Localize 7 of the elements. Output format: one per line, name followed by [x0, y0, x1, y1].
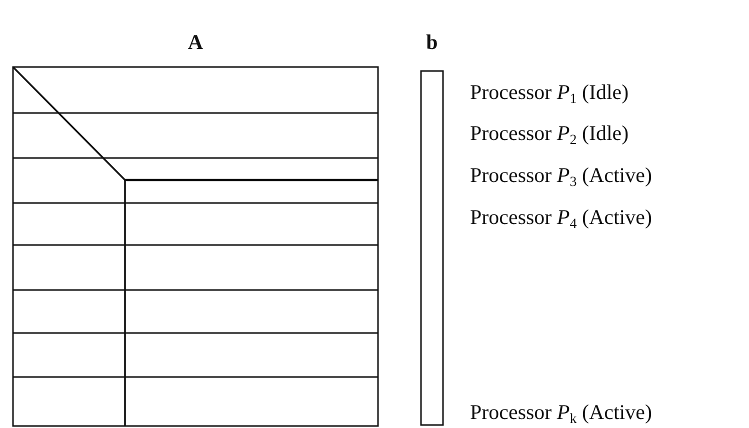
- processor-label: Processor P$_{k}$ (Active): [470, 400, 652, 424]
- processor-label: Processor P$_{3}$ (Active): [470, 163, 652, 187]
- processor-label: Processor P$_{1}$ (Idle): [470, 80, 629, 104]
- matrix-label: A: [186, 30, 204, 54]
- processor-label: Processor P$_{2}$ (Idle): [470, 121, 629, 145]
- processor-label: Processor P$_{4}$ (Active): [470, 205, 652, 229]
- vector-label: b: [425, 30, 439, 54]
